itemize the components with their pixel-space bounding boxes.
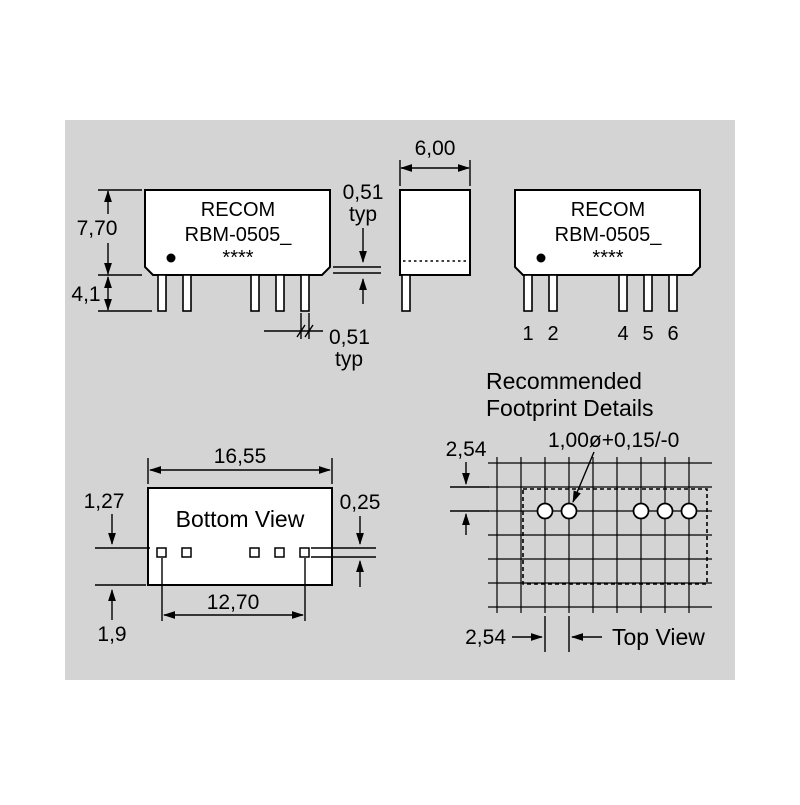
dim-pitch-horizontal: 2,54	[465, 616, 602, 652]
hole-spec-label: 1,00ø+0,15/-0	[548, 429, 679, 452]
dim-pin-width: 0,51 typ	[264, 313, 370, 371]
bottom-view: 16,55 Bottom View 1,27 1,9 12,70	[84, 445, 381, 646]
dim-pad-edge: 1,9	[95, 584, 146, 646]
model-text: RBM-0505_	[555, 224, 663, 246]
hole-spec-callout: 1,00ø+0,15/-0	[548, 429, 679, 503]
dim-label: 12,70	[207, 591, 260, 614]
dim-unit: typ	[349, 203, 377, 226]
pin	[275, 274, 285, 312]
dim-body-height: 7,70	[77, 189, 142, 276]
dim-label: 0,51	[343, 181, 384, 204]
dim-pad-offset: 1,27	[84, 490, 150, 549]
footprint-hole	[632, 502, 650, 520]
footprint-hole	[536, 502, 554, 520]
bottom-body	[147, 487, 333, 586]
dim-label: 2,54	[465, 626, 506, 649]
solder-pad	[156, 547, 167, 558]
footprint-hole	[680, 502, 698, 520]
dim-label: 2,54	[446, 438, 487, 461]
footprint-title-line2: Footprint Details	[486, 395, 653, 421]
dim-label: 7,70	[77, 217, 118, 240]
dim-body-length: 16,55	[147, 445, 333, 484]
solder-pad	[299, 547, 310, 558]
footprint-hole	[560, 502, 578, 520]
footprint-grid	[488, 457, 712, 613]
footprint-view: Recommended Footprint Details 1,00ø+0,15…	[446, 368, 712, 652]
dim-label: 0,25	[340, 491, 381, 514]
solder-pad	[249, 547, 260, 558]
dim-label: 4,1	[71, 283, 100, 306]
dim-label: 1,27	[84, 490, 125, 513]
dim-label: 0,51	[329, 326, 370, 349]
brand-text: RECOM	[571, 199, 645, 221]
stars-text: ****	[592, 247, 623, 269]
dim-pitch-vertical: 2,54	[446, 438, 489, 535]
dim-pin-length: 4,1	[71, 276, 152, 312]
pin1-dot	[166, 253, 176, 263]
pin	[643, 274, 653, 312]
footprint-hole	[656, 502, 674, 520]
dim-label: 1,9	[97, 623, 126, 646]
dim-pad-span: 12,70	[161, 558, 306, 621]
module-body	[514, 189, 701, 276]
pin	[250, 274, 260, 312]
pin	[182, 274, 192, 312]
brand-text: RECOM	[201, 199, 275, 221]
pin	[668, 274, 678, 312]
pin	[157, 274, 167, 312]
footprint-outline-dashed	[522, 488, 708, 585]
pin	[300, 274, 310, 312]
front-view-left: RECOM RBM-0505_ ****	[144, 189, 331, 312]
solder-pad	[274, 547, 285, 558]
side-view	[399, 189, 471, 312]
pin-number-label: 1	[522, 323, 533, 345]
pin-number-label: 2	[547, 323, 558, 345]
top-view-label: Top View	[612, 624, 705, 650]
model-text: RBM-0505_	[185, 224, 293, 246]
pin	[523, 274, 533, 312]
dim-label: 16,55	[214, 445, 267, 468]
bottom-view-label: Bottom View	[176, 506, 305, 532]
side-body	[399, 189, 471, 276]
dim-label: 6,00	[415, 137, 456, 160]
pin1-dot	[536, 253, 546, 263]
dim-standoff: 0,51 typ	[333, 181, 383, 304]
module-body	[144, 189, 331, 276]
solder-pad	[181, 547, 192, 558]
dim-pad-thickness: 0,25	[311, 491, 380, 587]
side-pin	[401, 274, 411, 312]
dim-body-width: 6,00	[399, 137, 471, 186]
dim-unit: typ	[335, 348, 363, 371]
pin	[548, 274, 558, 312]
stars-text: ****	[222, 247, 253, 269]
pin-number-label: 5	[642, 323, 653, 345]
front-view-right: RECOM RBM-0505_ **** 1 2 4 5 6	[514, 189, 701, 345]
pin-number-label: 6	[667, 323, 678, 345]
footprint-title-line1: Recommended	[486, 368, 642, 394]
pin	[618, 274, 628, 312]
pin-number-label: 4	[617, 323, 628, 345]
